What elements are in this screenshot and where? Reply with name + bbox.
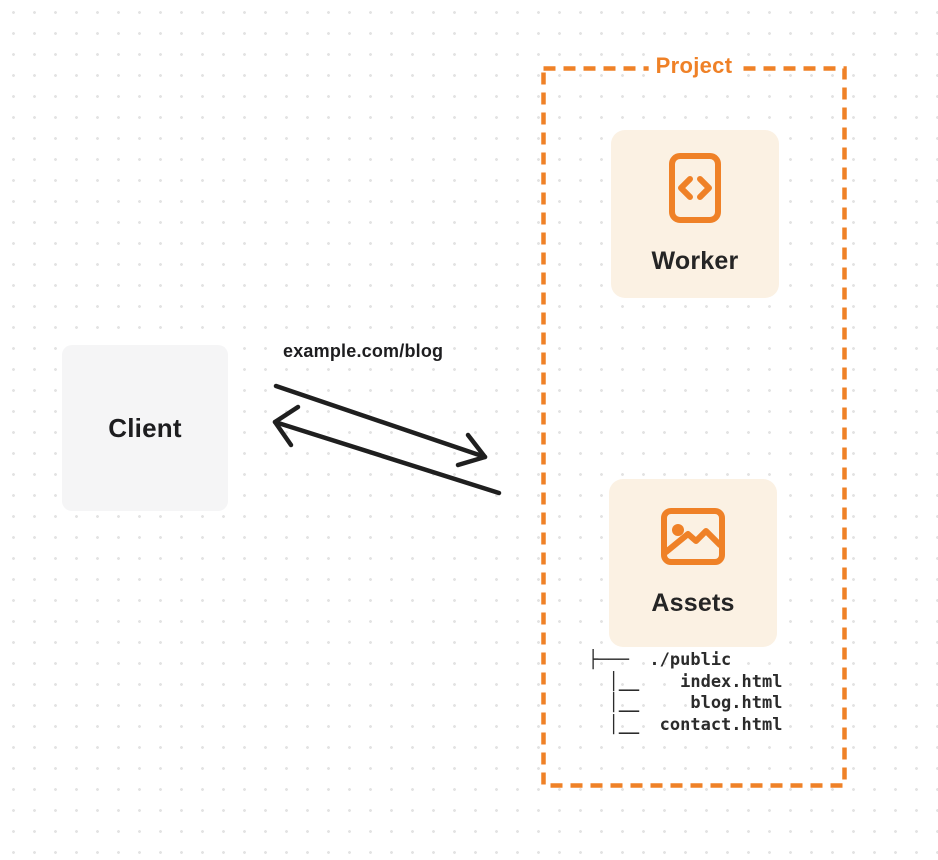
code-icon <box>669 152 721 223</box>
image-icon <box>661 508 725 565</box>
assets-label: Assets <box>651 589 735 617</box>
file-tree-line: │__ contact.html <box>588 714 783 735</box>
file-tree-line: │__ index.html <box>588 671 783 692</box>
arrow-to-client <box>272 404 502 496</box>
client-label: Client <box>108 412 182 443</box>
worker-card: Worker <box>611 130 779 298</box>
worker-label: Worker <box>651 246 739 275</box>
assets-card: Assets <box>609 479 777 647</box>
arrow-to-project <box>273 383 488 468</box>
project-label: Project <box>648 53 740 79</box>
request-response-arrows <box>272 383 502 496</box>
request-url-label: example.com/blog <box>283 341 444 361</box>
assets-file-tree: ├─── ./public │__ index.html │__ blog.ht… <box>588 650 782 736</box>
file-tree-line: │__ blog.html <box>588 693 783 713</box>
client-box: Client <box>62 345 228 511</box>
file-tree-line: ├─── ./public <box>588 650 732 670</box>
